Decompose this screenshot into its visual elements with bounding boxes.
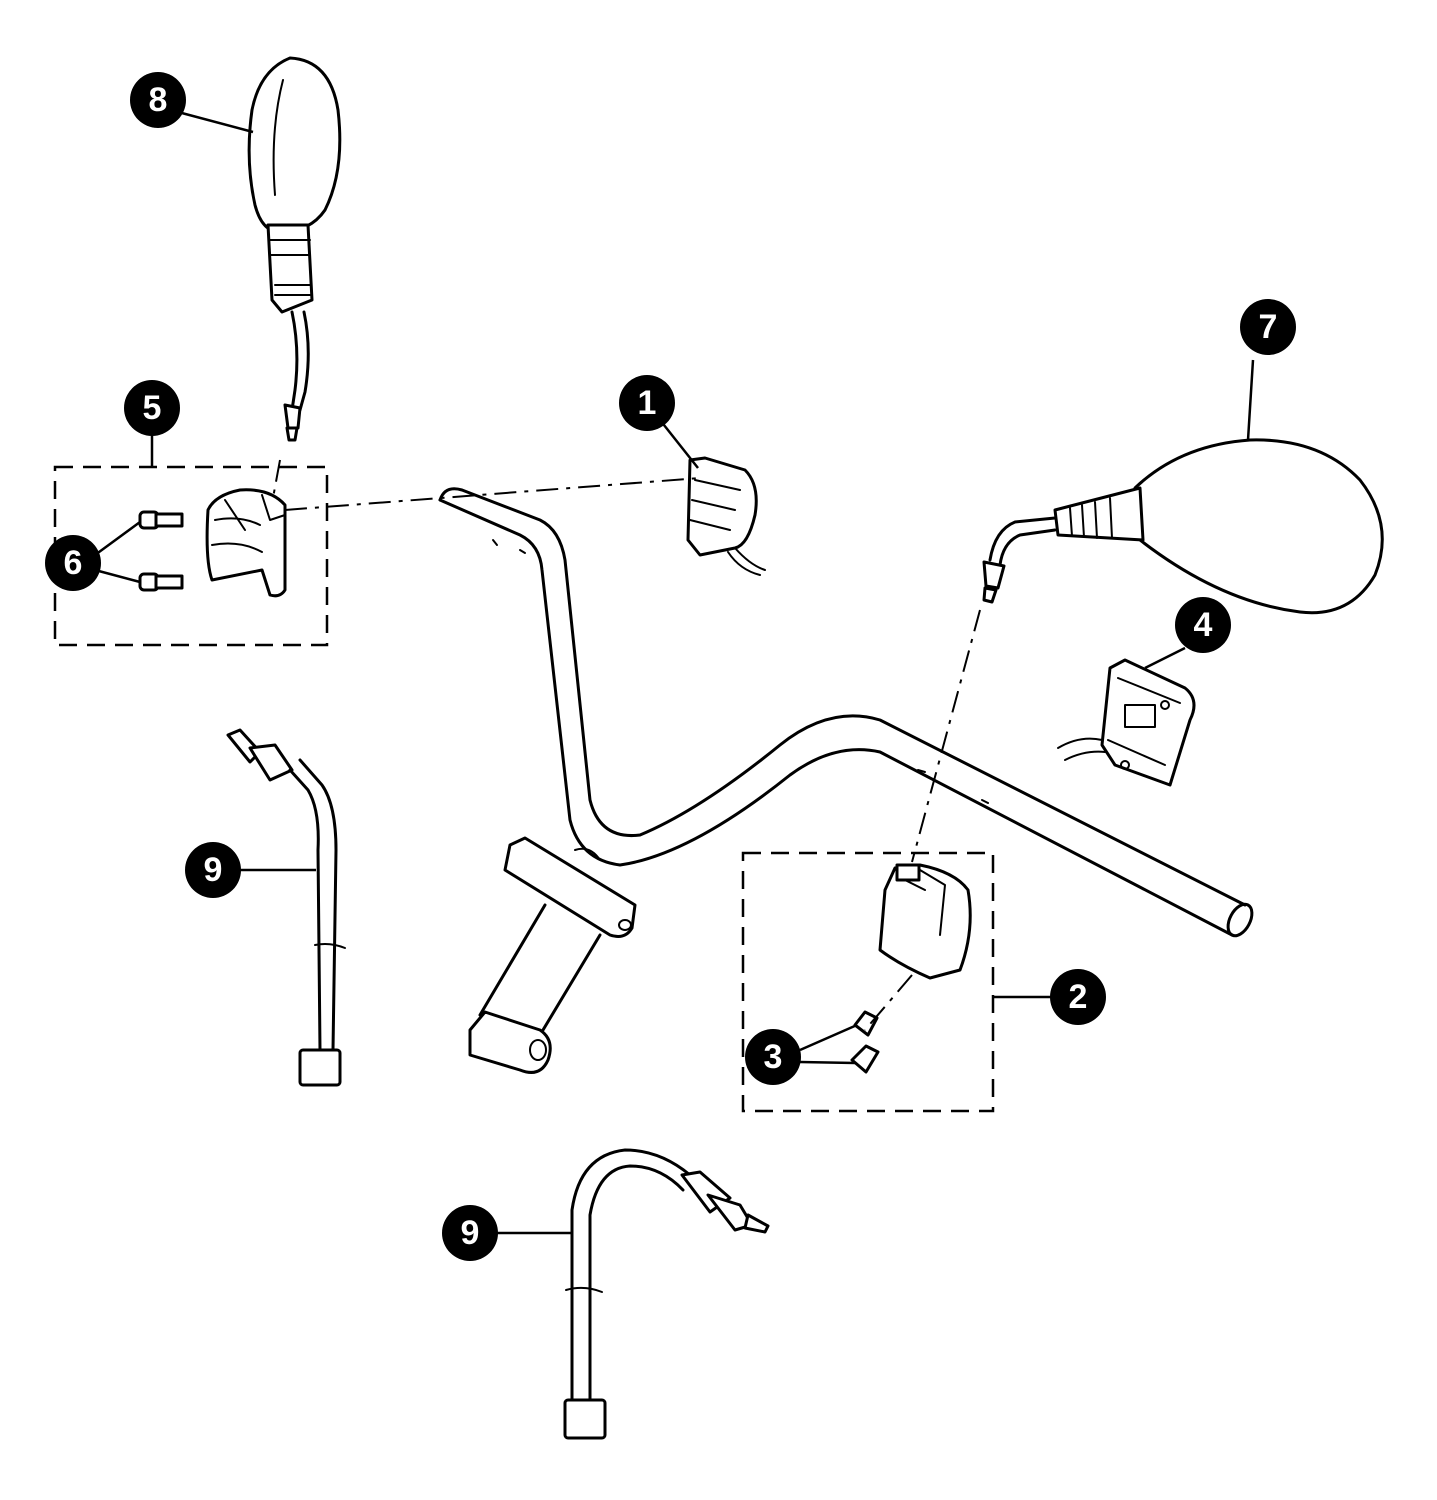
alignment-line-3 <box>864 974 913 1031</box>
callout-6: 6 <box>45 535 101 591</box>
alignment-line-1 <box>284 477 701 511</box>
callout-3: 3 <box>745 1029 801 1085</box>
alignment-line-8 <box>272 459 281 499</box>
callout-7: 7 <box>1240 299 1296 355</box>
callout-9-bottom: 9 <box>442 1205 498 1261</box>
svg-text:1: 1 <box>638 384 657 422</box>
leader-8 <box>177 110 254 134</box>
group-box-2 <box>741 851 995 1113</box>
throttle-housing-part-2 <box>878 863 972 980</box>
callout-1: 1 <box>619 375 675 431</box>
handlebar <box>438 487 1254 1074</box>
callout-9-left: 9 <box>185 842 241 898</box>
switch-block-part-4 <box>1057 658 1196 787</box>
callout-4: 4 <box>1175 597 1231 653</box>
svg-text:6: 6 <box>64 544 83 582</box>
svg-text:2: 2 <box>1069 978 1088 1016</box>
leader-7 <box>1246 359 1255 441</box>
screws-part-3 <box>850 1010 880 1074</box>
leader-3 <box>799 1023 858 1065</box>
svg-text:8: 8 <box>149 81 168 119</box>
leader-4 <box>1144 646 1186 670</box>
brake-switch-cable-part-9-bottom <box>563 1148 770 1440</box>
callout-2: 2 <box>1050 969 1106 1025</box>
svg-text:7: 7 <box>1259 308 1278 346</box>
svg-text:5: 5 <box>143 389 162 427</box>
alignment-line-7 <box>911 609 981 863</box>
mirror-right-part-7 <box>982 438 1384 615</box>
mirror-left-part-8 <box>247 56 342 442</box>
callout-5: 5 <box>124 380 180 436</box>
brake-switch-cable-part-9-left <box>226 728 346 1087</box>
svg-text:3: 3 <box>764 1038 783 1076</box>
callout-8: 8 <box>130 72 186 128</box>
screws-part-6 <box>138 510 184 592</box>
svg-text:4: 4 <box>1194 606 1213 644</box>
leader-6 <box>94 520 141 584</box>
svg-text:9: 9 <box>461 1214 480 1252</box>
leader-1 <box>659 419 699 469</box>
switch-bracket-part-1 <box>686 456 766 576</box>
svg-text:9: 9 <box>204 851 223 889</box>
left-switch-housing-part-5 <box>205 488 287 598</box>
